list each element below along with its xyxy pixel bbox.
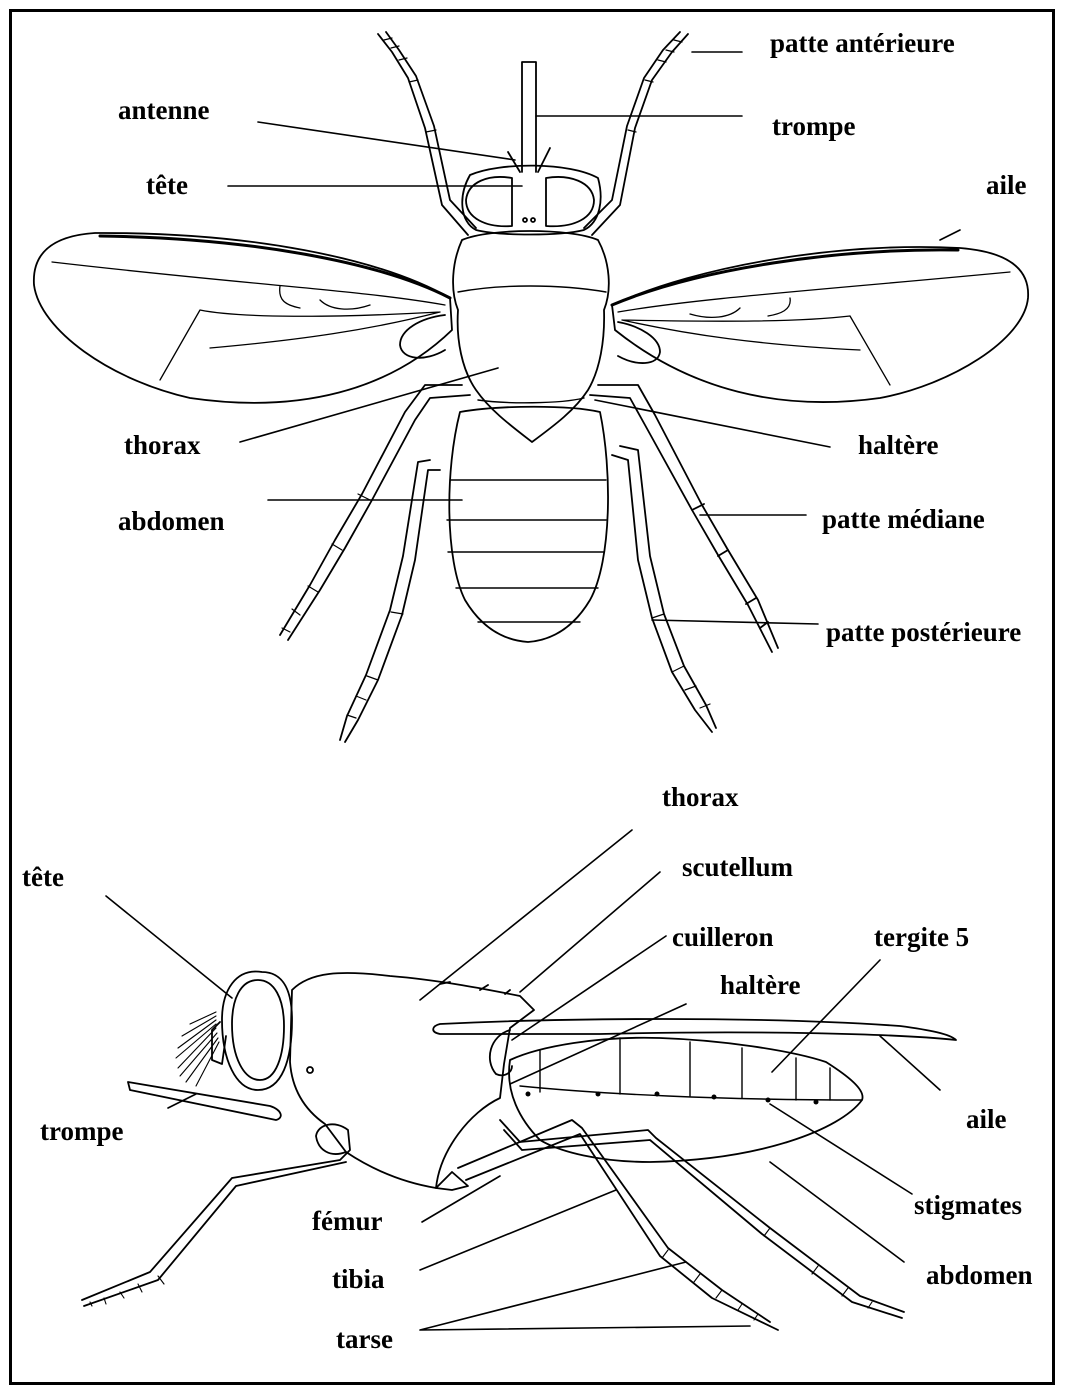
left-wing-base-lobe	[400, 315, 445, 358]
label-side-aile: aile	[966, 1106, 1007, 1133]
left-mid-leg-segments	[282, 494, 370, 632]
eyes	[466, 177, 594, 226]
ocellus	[523, 218, 527, 222]
right-mid-leg	[590, 385, 778, 652]
proboscis	[522, 62, 536, 172]
label-trompe: trompe	[772, 113, 855, 140]
side-spiracles	[526, 1092, 819, 1105]
side-hind-leg-segments	[764, 1228, 872, 1308]
side-thorax	[290, 973, 534, 1188]
side-wing	[433, 1019, 956, 1040]
label-haltere: haltère	[858, 432, 938, 459]
head	[462, 166, 600, 235]
side-mid-leg-segments	[662, 1250, 758, 1320]
ocellus-2	[531, 218, 535, 222]
label-side-thorax: thorax	[662, 784, 739, 811]
abdomen-body	[449, 407, 608, 642]
label-stigmates: stigmates	[914, 1192, 1022, 1219]
right-wing-veins	[618, 272, 1010, 385]
label-patte-posterieure: patte postérieure	[826, 619, 1021, 646]
left-mid-leg	[280, 385, 470, 640]
spiracle-thorax	[307, 1067, 313, 1073]
side-proboscis	[128, 1082, 281, 1120]
label-femur: fémur	[312, 1208, 382, 1235]
label-side-abdomen: abdomen	[926, 1262, 1033, 1289]
label-patte-mediane: patte médiane	[822, 506, 985, 533]
label-tergite-5: tergite 5	[874, 924, 969, 951]
label-tibia: tibia	[332, 1266, 385, 1293]
side-front-leg	[82, 1124, 350, 1306]
right-hind-leg	[612, 446, 716, 732]
label-side-trompe: trompe	[40, 1118, 123, 1145]
label-tete: tête	[146, 172, 188, 199]
left-hind-leg	[340, 460, 440, 742]
side-femur-base	[436, 1172, 468, 1190]
label-cuilleron: cuilleron	[672, 924, 774, 951]
label-side-haltere: haltère	[720, 972, 800, 999]
right-front-leg-segments	[628, 40, 682, 132]
label-scutellum: scutellum	[682, 854, 793, 881]
right-hind-leg-segments	[652, 614, 710, 708]
label-abdomen: abdomen	[118, 508, 225, 535]
side-leader-lines	[106, 830, 940, 1330]
label-thorax: thorax	[124, 432, 201, 459]
left-wing-outline	[34, 233, 452, 403]
right-mid-leg-segments	[692, 504, 768, 628]
thorax-suture	[458, 286, 606, 403]
label-patte-anterieure: patte antérieure	[770, 30, 955, 57]
abdomen-segments	[447, 480, 606, 622]
left-front-leg	[378, 32, 476, 235]
label-tarse: tarse	[336, 1326, 393, 1353]
label-aile: aile	[986, 172, 1027, 199]
side-abdomen-dorsal-line	[520, 1086, 862, 1100]
side-mid-leg	[458, 1120, 778, 1330]
left-hind-leg-segments	[347, 612, 403, 718]
left-wing-veins	[52, 262, 445, 380]
side-abdomen-tergites	[540, 1038, 830, 1100]
right-wing-outline	[612, 247, 1028, 402]
side-view-fly	[82, 830, 956, 1330]
label-antenne: antenne	[118, 97, 210, 124]
side-eye	[232, 980, 284, 1080]
label-side-tete: tête	[22, 864, 64, 891]
